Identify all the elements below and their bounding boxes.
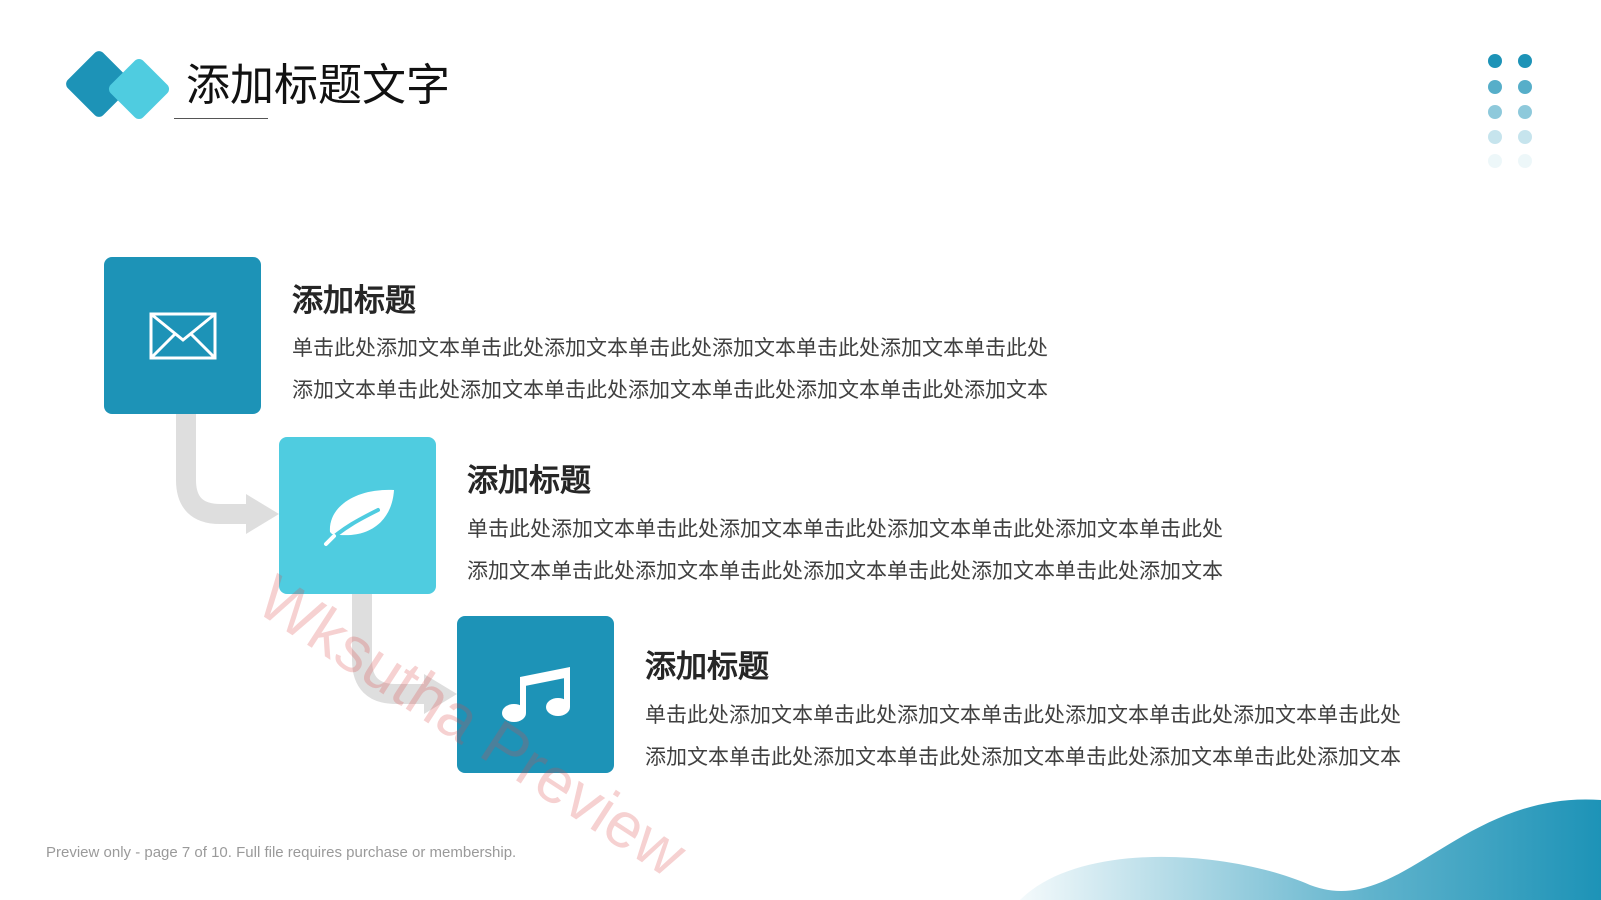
dot bbox=[1518, 80, 1532, 94]
item-description: 单击此处添加文本单击此处添加文本单击此处添加文本单击此处添加文本单击此处 添加文… bbox=[467, 508, 1223, 592]
item-text-line: 添加文本单击此处添加文本单击此处添加文本单击此处添加文本单击此处添加文本 bbox=[645, 745, 1401, 769]
title-underline bbox=[174, 118, 268, 119]
item-text-line: 添加文本单击此处添加文本单击此处添加文本单击此处添加文本单击此处添加文本 bbox=[467, 559, 1223, 583]
dot bbox=[1488, 154, 1502, 168]
item-text-line: 添加文本单击此处添加文本单击此处添加文本单击此处添加文本单击此处添加文本 bbox=[292, 378, 1048, 402]
item-text-line: 单击此处添加文本单击此处添加文本单击此处添加文本单击此处添加文本单击此处 bbox=[292, 336, 1048, 360]
icon-box-3 bbox=[457, 616, 614, 773]
dot bbox=[1488, 80, 1502, 94]
item-text-line: 单击此处添加文本单击此处添加文本单击此处添加文本单击此处添加文本单击此处 bbox=[467, 517, 1223, 541]
music-note-icon bbox=[501, 666, 570, 722]
item-title: 添加标题 bbox=[292, 283, 416, 319]
item-text-line: 单击此处添加文本单击此处添加文本单击此处添加文本单击此处添加文本单击此处 bbox=[645, 703, 1401, 727]
connector-arrow-1 bbox=[176, 414, 246, 524]
decorative-dot-grid bbox=[1488, 54, 1542, 174]
dot bbox=[1488, 105, 1502, 119]
item-description: 单击此处添加文本单击此处添加文本单击此处添加文本单击此处添加文本单击此处 添加文… bbox=[292, 327, 1048, 411]
icon-box-2 bbox=[279, 437, 436, 594]
dot bbox=[1518, 130, 1532, 144]
leaf-icon bbox=[323, 489, 394, 546]
page-title: 添加标题文字 bbox=[186, 60, 450, 111]
dot bbox=[1488, 54, 1502, 68]
preview-footer-note: Preview only - page 7 of 10. Full file r… bbox=[46, 844, 517, 861]
dot bbox=[1488, 130, 1502, 144]
envelope-icon bbox=[149, 312, 216, 359]
connector-arrowhead-1 bbox=[246, 494, 279, 534]
connector-arrowhead-2 bbox=[424, 674, 457, 714]
item-title: 添加标题 bbox=[645, 649, 769, 685]
dot bbox=[1518, 154, 1532, 168]
dot bbox=[1518, 54, 1532, 68]
icon-box-1 bbox=[104, 257, 261, 414]
dot bbox=[1518, 105, 1532, 119]
item-description: 单击此处添加文本单击此处添加文本单击此处添加文本单击此处添加文本单击此处 添加文… bbox=[645, 694, 1401, 778]
connector-arrow-2 bbox=[352, 594, 424, 704]
item-title: 添加标题 bbox=[467, 463, 591, 499]
